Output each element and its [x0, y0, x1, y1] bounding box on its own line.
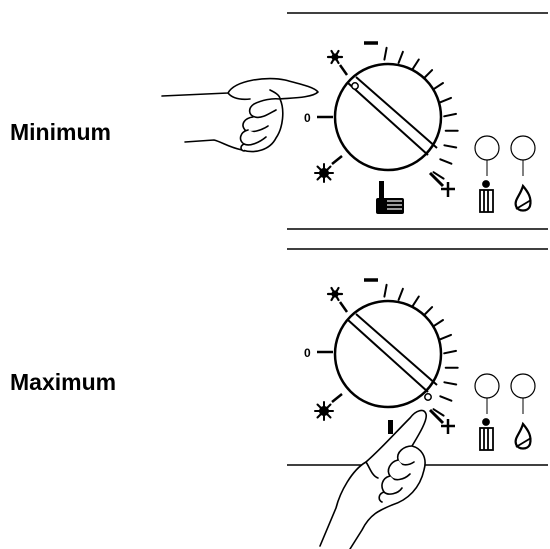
- plus-tick: [428, 408, 445, 425]
- flame-indicator-lamp: [510, 135, 536, 161]
- sun-tick: [331, 393, 343, 403]
- sun-icon: [314, 163, 334, 183]
- frost-tick: [338, 64, 349, 76]
- plus-icon: [441, 419, 455, 434]
- dial-zero-mark: 0: [304, 346, 311, 360]
- minimum-label: Minimum: [10, 119, 111, 145]
- heating-indicator-lamp: [474, 373, 500, 399]
- flame-icon: [514, 183, 532, 212]
- hand-pointing-icon: [161, 77, 319, 153]
- panel-maximum: 0: [287, 248, 548, 549]
- flame-indicator-lamp: [510, 373, 536, 399]
- heating-indicator-lamp: [474, 135, 500, 161]
- sun-icon: [314, 401, 334, 421]
- thermometer-icon: [388, 420, 393, 434]
- thermometer-icon: [376, 181, 404, 214]
- maximum-label: Maximum: [10, 369, 117, 395]
- control-knob[interactable]: [333, 299, 443, 409]
- control-knob[interactable]: [333, 62, 443, 172]
- frost-tick: [338, 301, 349, 313]
- dial-zero-mark: 0: [304, 111, 311, 125]
- panel-minimum: 0: [161, 12, 548, 230]
- snowflake-icon: [326, 286, 344, 302]
- knob-pointer-dot: [351, 82, 359, 90]
- sun-tick: [331, 155, 343, 165]
- flame-icon: [514, 421, 532, 450]
- hand-pointing-icon: [319, 409, 428, 549]
- radiator-icon: [479, 180, 494, 213]
- plus-tick: [428, 171, 445, 188]
- dial-scale-ticks: [383, 46, 459, 180]
- knob-pointer-dot: [424, 393, 432, 401]
- radiator-icon: [479, 418, 494, 451]
- plus-icon: [441, 182, 455, 197]
- dial-scale-ticks: [383, 283, 459, 417]
- snowflake-icon: [326, 49, 344, 65]
